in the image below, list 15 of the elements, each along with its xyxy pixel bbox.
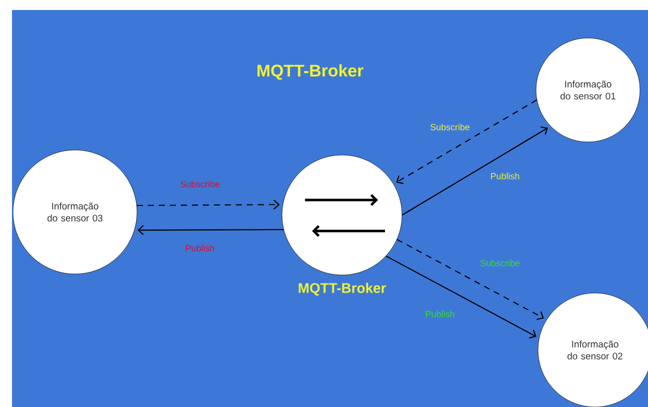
edge-label: Subscribe (429, 122, 471, 132)
arrow (402, 126, 548, 216)
broker-label: MQTT-Broker (298, 282, 386, 296)
arrow (136, 200, 280, 210)
edge-label: Publish (184, 244, 216, 252)
arrow (396, 99, 538, 184)
edge-label: Publish (489, 172, 521, 180)
arrow (386, 256, 536, 338)
edge-label: Subscribe (179, 180, 221, 188)
arrow (396, 239, 544, 320)
edge-label: Subscribe (479, 258, 521, 268)
title: MQTT-Broker (258, 64, 364, 80)
broker-circle (282, 154, 402, 276)
arrow (137, 225, 284, 236)
edge-label: Publish (424, 310, 456, 318)
